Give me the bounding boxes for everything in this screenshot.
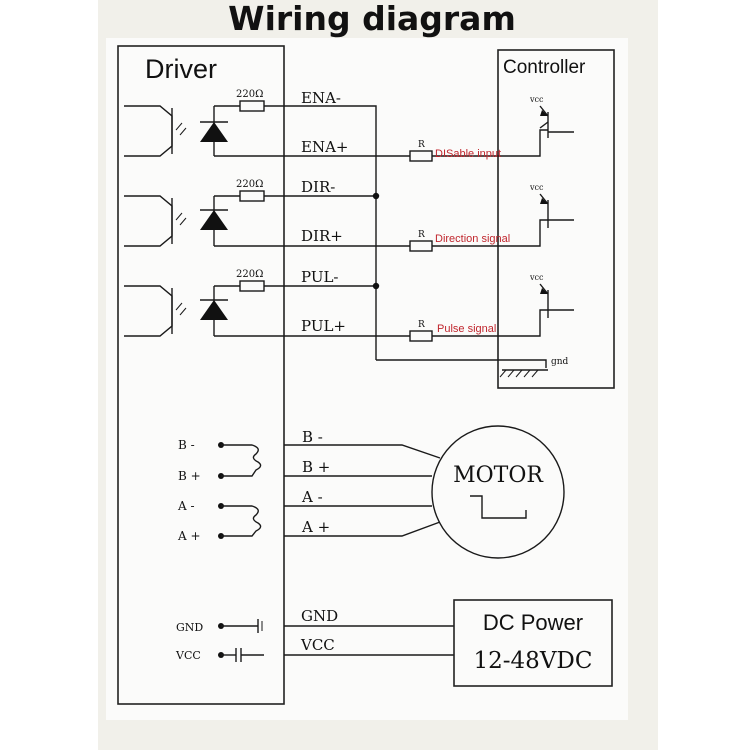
power-wires: GND VCC <box>284 607 454 656</box>
channel-ena: 220Ω ENA- ENA+ <box>124 89 410 360</box>
pulse-signal-label: Pulse signal <box>437 323 496 335</box>
disable-input-label: DISable input <box>435 148 501 160</box>
motor-icon <box>431 425 565 559</box>
vcc-label: vcc <box>529 273 544 282</box>
vcc-label: vcc <box>529 183 544 192</box>
direction-signal-label: Direction signal <box>435 233 510 245</box>
motor-wire-a-minus: A - <box>301 488 323 506</box>
dc-power-voltage: 12-48VDC <box>474 648 593 674</box>
arrow-icon <box>540 198 548 204</box>
dc-power-box <box>453 599 613 687</box>
power-terminal-vcc: VCC <box>175 649 201 662</box>
junction-dot <box>372 192 380 200</box>
resistor-label: R <box>418 140 425 150</box>
motor-wire-b-minus: B - <box>302 428 323 446</box>
controller-label: Controller <box>503 57 586 78</box>
led-diode-icon <box>200 210 228 230</box>
dc-power-supply: DC Power 12-48VDC <box>453 599 613 687</box>
channel-dir: 220Ω DIR- DIR+ <box>124 178 410 247</box>
signal-label-pul-minus: PUL- <box>301 268 339 286</box>
power-wire-vcc: VCC <box>300 636 335 654</box>
power-terminals: GND VCC <box>175 619 264 662</box>
resistor-value: 220Ω <box>236 179 263 190</box>
motor-coils: B - B + A - A + <box>177 438 262 543</box>
paper-sheet <box>106 38 628 720</box>
led-diode-icon <box>200 122 228 142</box>
resistor-label: R <box>418 230 425 240</box>
dc-power-label: DC Power <box>483 610 583 635</box>
ground-connection: gnd <box>376 357 569 378</box>
channel-pul: 220Ω PUL- PUL+ <box>124 268 410 337</box>
driver-box <box>117 45 285 705</box>
coil-terminal-a-plus: A + <box>177 529 201 543</box>
controller-inputs: R DISable input R Direction signal R Pul… <box>409 129 548 342</box>
resistor-value: 220Ω <box>236 269 263 280</box>
coil-a-icon <box>221 505 262 537</box>
signal-label-ena-minus: ENA- <box>301 89 341 107</box>
motor-wire-a-plus: A + <box>301 518 330 536</box>
signal-label-pul-plus: PUL+ <box>301 317 346 335</box>
motor: MOTOR <box>431 425 565 559</box>
arrow-icon <box>540 110 548 116</box>
power-terminal-gnd: GND <box>176 621 203 634</box>
junction-dot <box>372 282 380 290</box>
coil-b-icon <box>221 444 262 477</box>
controller-transistors: vcc vcc vcc <box>529 95 574 318</box>
coil-terminal-b-minus: B - <box>178 438 195 452</box>
signal-label-ena-plus: ENA+ <box>301 138 348 156</box>
resistor-value: 220Ω <box>236 89 263 100</box>
controller-box <box>497 49 615 389</box>
signal-label-dir-minus: DIR- <box>301 178 335 196</box>
gnd-label: gnd <box>551 357 569 367</box>
coil-terminal-a-minus: A - <box>177 499 195 513</box>
signal-label-dir-plus: DIR+ <box>301 227 343 245</box>
power-wire-gnd: GND <box>301 607 338 625</box>
motor-wire-b-plus: B + <box>302 458 330 476</box>
coil-terminal-b-plus: B + <box>178 469 201 483</box>
motor-wires: B - B + A - A + <box>284 428 441 537</box>
arrow-icon <box>540 288 548 294</box>
diagram-title: Wiring diagram <box>228 0 516 38</box>
led-diode-icon <box>200 300 228 320</box>
driver-label: Driver <box>145 54 217 84</box>
vcc-label: vcc <box>529 95 544 104</box>
resistor-label: R <box>418 320 425 330</box>
motor-label: MOTOR <box>453 463 544 488</box>
